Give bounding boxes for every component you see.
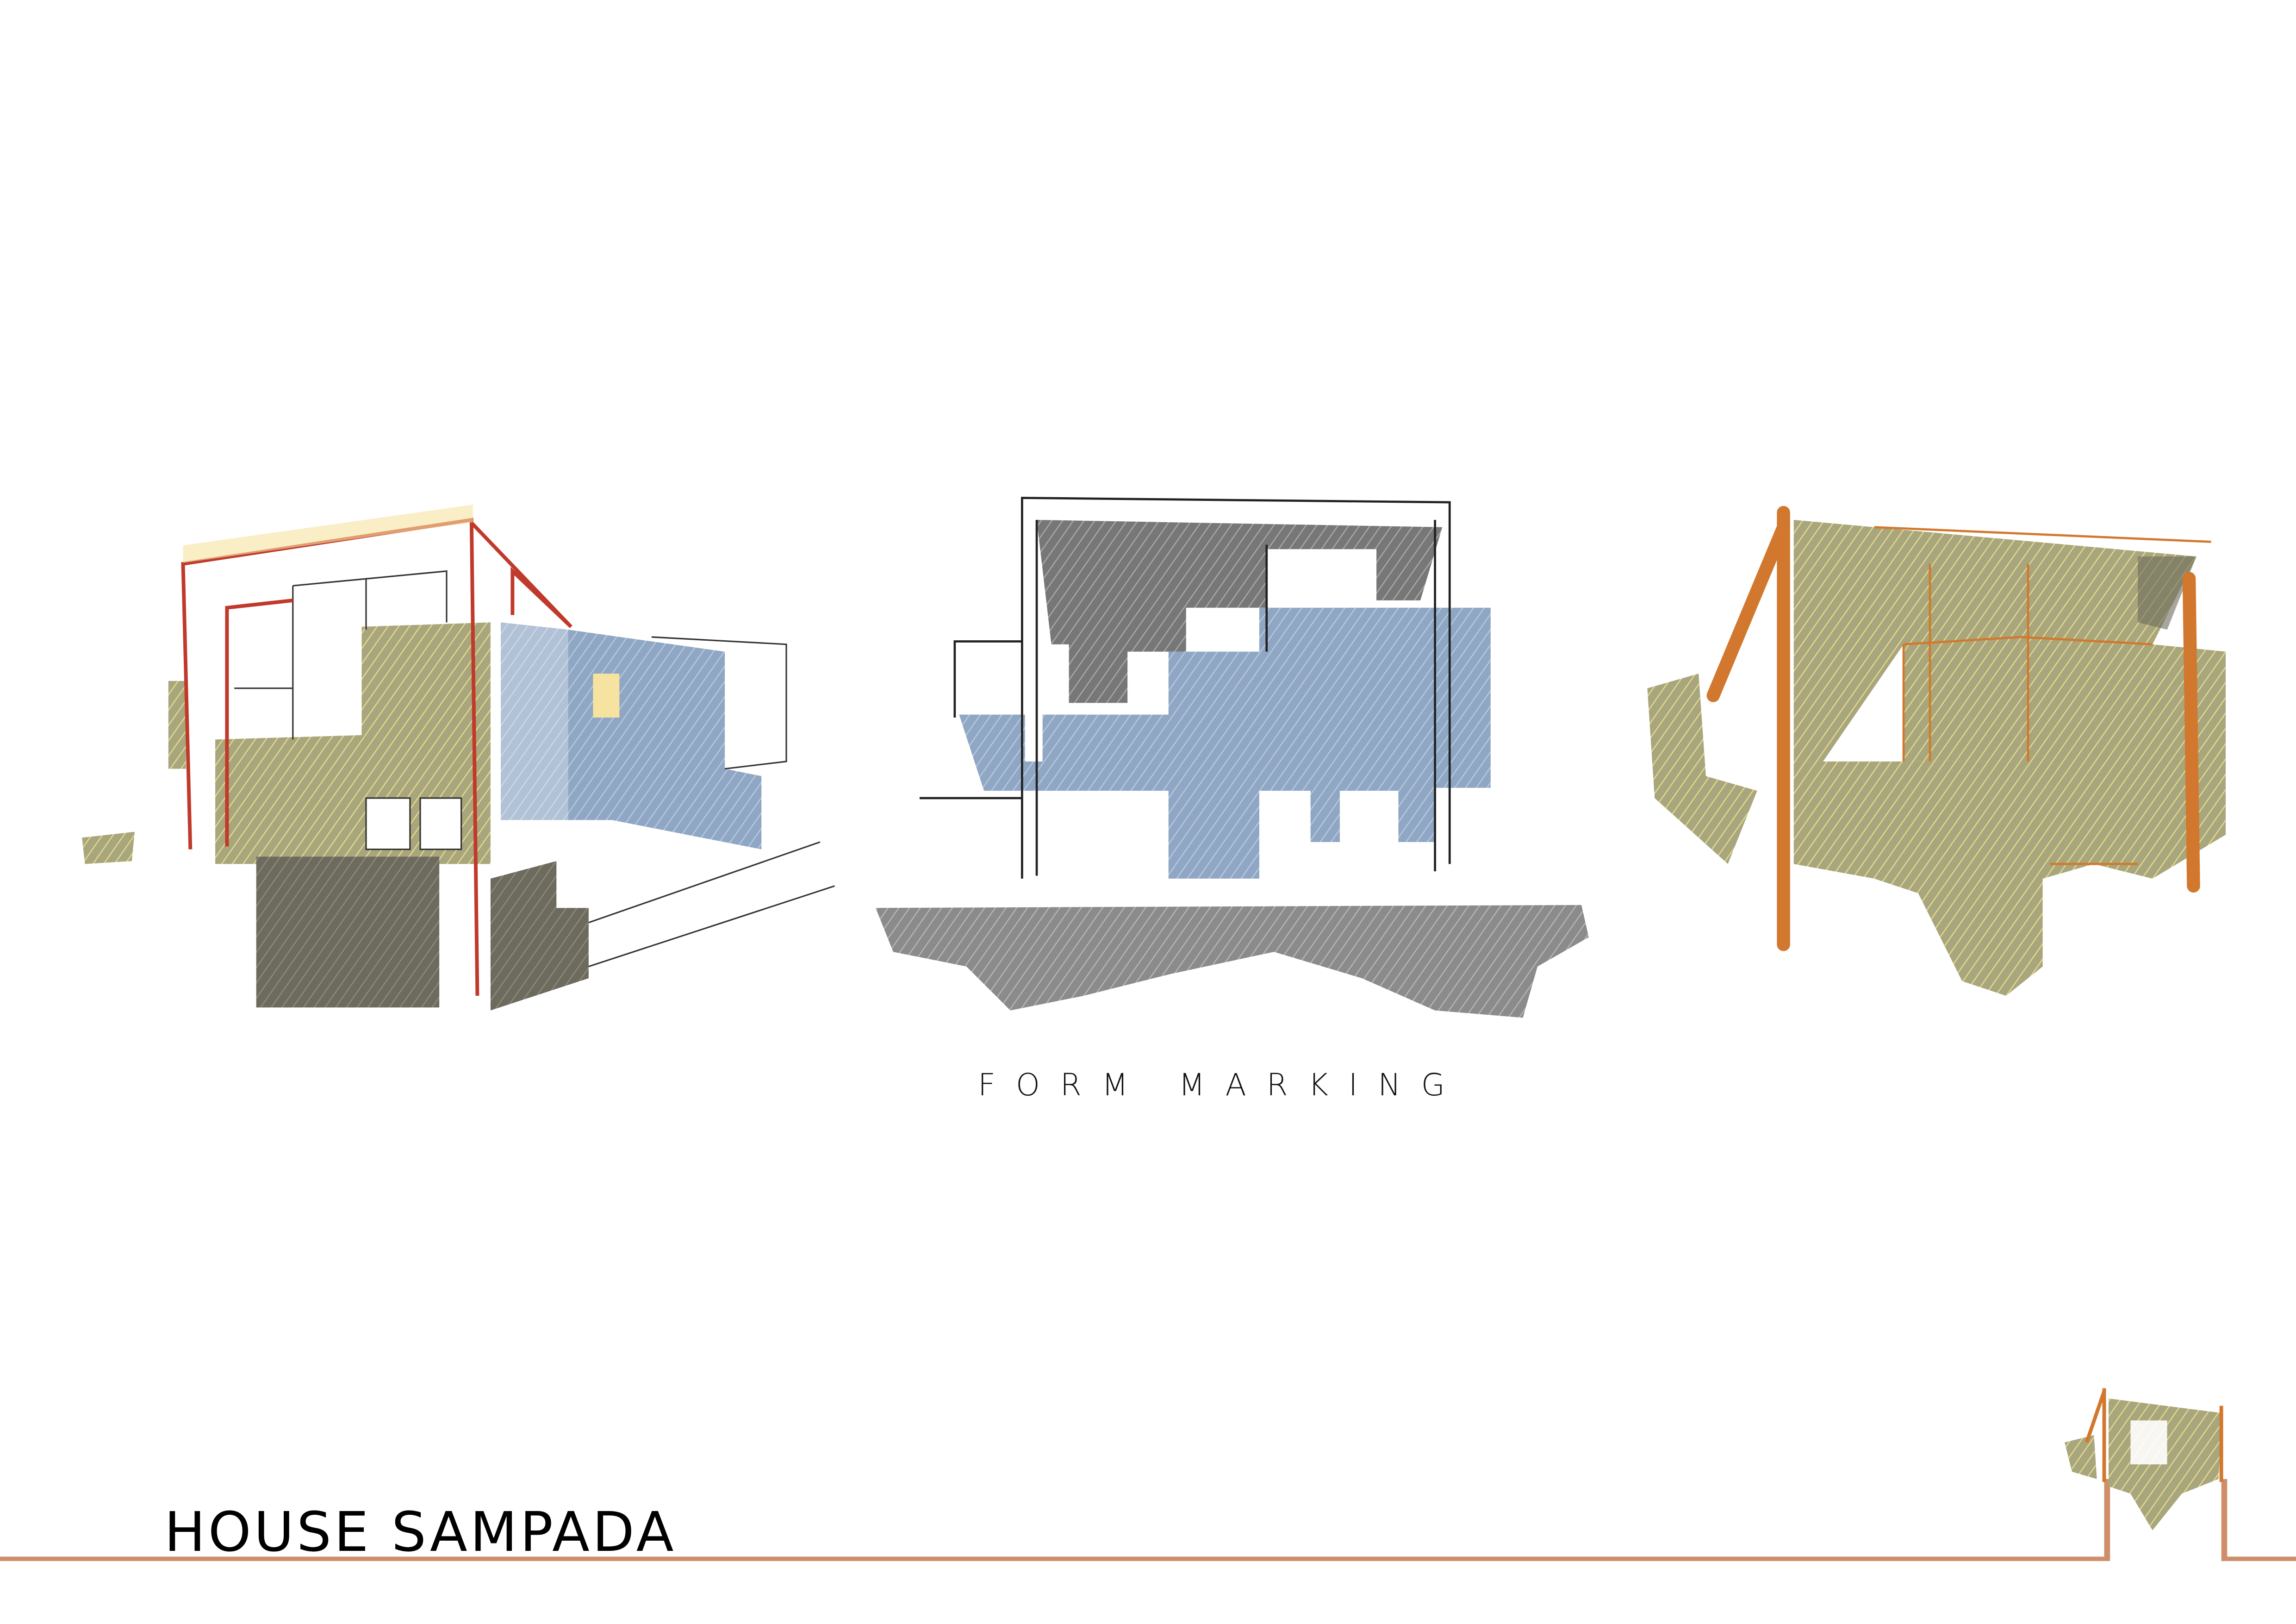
perspective-sketch-left	[82, 505, 835, 1011]
logo-mini-sketch	[2065, 1388, 2223, 1530]
elevation-sketch-middle	[876, 497, 1589, 1018]
page-title: HOUSE SAMPADA	[164, 1500, 677, 1564]
caption-form-marking: FORM MARKING	[978, 1067, 1465, 1103]
perspective-sketch-right	[1647, 506, 2226, 996]
footer-rule	[0, 1479, 2296, 1561]
